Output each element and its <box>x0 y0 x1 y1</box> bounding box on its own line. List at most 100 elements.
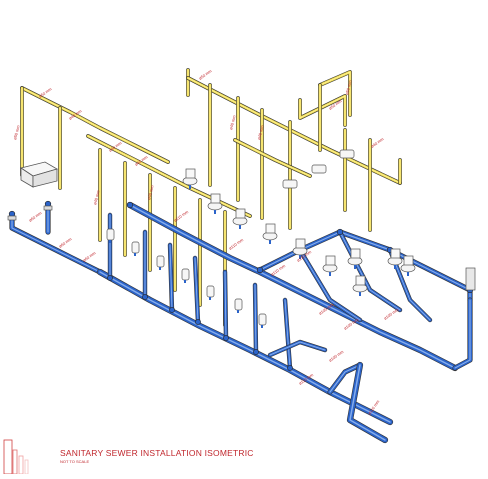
legend-bar-2 <box>18 455 24 475</box>
drain-outlet-elbow-highlight <box>329 364 361 393</box>
drain-main-lower-highlight <box>99 271 391 423</box>
label-vent-right: ø40 mm <box>370 136 385 149</box>
drain-main-upper-highlight <box>129 204 456 369</box>
vent-loop-highlight <box>299 95 346 126</box>
drain-left-branch-highlight <box>11 214 101 273</box>
pipe-labels: ø50 mm ø50 mm ø40 mm ø40 mm ø40 mm ø40 mm ø40 … <box>12 68 400 416</box>
toilet-icon-8 <box>400 255 416 276</box>
toilet-icon-5 <box>322 255 338 276</box>
toilet-icon-2-trap <box>239 225 241 229</box>
label-drain-110-b: ø110 mm <box>228 237 245 251</box>
drain-right-riser-highlight <box>454 299 471 369</box>
label-drain-60-b: ø60 mm <box>58 236 73 249</box>
drain-fitting-6 <box>287 365 293 371</box>
drain-connector-3-highlight <box>194 257 199 323</box>
label-drain-100-c: ø100 mm <box>383 307 400 321</box>
sink-icon <box>20 161 59 188</box>
toilet-icon-7-trap <box>394 265 396 269</box>
toilet-icon-6 <box>352 275 368 296</box>
urinal-icon-0-trap <box>109 240 111 243</box>
toilet-icon-4 <box>292 238 308 259</box>
label-vent-riser-2: ø40 mm <box>146 184 155 200</box>
urinal-icon-1-body <box>131 241 140 254</box>
toilet-icon-9-trap <box>354 265 356 269</box>
toilet-icon-4-tank <box>295 238 306 249</box>
vent-top-run-highlight <box>187 77 401 184</box>
toilet-icon-7-tank <box>390 248 401 259</box>
label-vent-sink: ø50 mm <box>12 124 21 140</box>
urinal-icon-3-body <box>181 268 190 281</box>
toilet-icon-9 <box>347 248 363 269</box>
urinal-icon-2 <box>156 255 165 270</box>
vent-cap <box>465 267 476 291</box>
vent-branch-highlight <box>234 139 311 177</box>
toilet-icon-2 <box>232 208 248 229</box>
urinal-icon-3 <box>181 268 190 283</box>
label-drain-100-d: ø100 mm <box>328 349 345 363</box>
drain-right-branch-b-highlight <box>339 231 401 311</box>
legend-bar-0 <box>3 439 13 475</box>
drain-joint-7 <box>256 266 264 274</box>
urinal-icon-5-body <box>234 298 243 311</box>
drain-fitting-3 <box>195 319 201 325</box>
toilet-icon-5-trap <box>329 272 331 276</box>
label-vent-drop: ø40 mm <box>228 114 237 130</box>
toilet-icon-1-tank <box>210 193 221 204</box>
label-drain-60-a: ø60 mm <box>28 210 43 223</box>
toilet-icon-0 <box>182 168 198 189</box>
drain-joint-6 <box>126 201 134 209</box>
toilet-icon-3 <box>262 223 278 244</box>
label-drain-60-c: ø60 mm <box>82 250 97 263</box>
toilet-icon-7 <box>387 248 403 269</box>
urinal-icon-2-body <box>156 255 165 268</box>
urinal-icon-4 <box>206 285 215 300</box>
drain-lower-branch <box>268 340 327 357</box>
legend-bars <box>3 439 29 475</box>
drain-left-branch <box>10 213 102 274</box>
label-vent-stack-2: ø50 mm <box>344 79 353 95</box>
toilet-icon-1 <box>207 193 223 214</box>
toilet-icon-9-tank <box>350 248 361 259</box>
vent-header-left-highlight <box>21 87 169 163</box>
page-title: SANITARY SEWER INSTALLATION ISOMETRIC <box>60 448 254 458</box>
drain-fitting-0 <box>107 275 113 281</box>
page-subtitle: NOT TO SCALE <box>60 459 90 464</box>
sink-side <box>32 168 58 188</box>
drain-right-branch-c-highlight <box>389 249 431 321</box>
drain-fitting-2 <box>169 307 175 313</box>
urinal-icon-0 <box>106 228 115 243</box>
drain-fitting-4 <box>223 335 229 341</box>
urinal-icon-4-body <box>206 285 215 298</box>
urinal-icon-1-trap <box>134 253 136 256</box>
toilet-icon-1-trap <box>214 210 216 214</box>
urinal-icon-3-trap <box>184 280 186 283</box>
toilet-icon-2-tank <box>235 208 246 219</box>
toilet-icon-0-tank <box>185 168 196 179</box>
tank-icon-2 <box>339 149 355 159</box>
label-vent-top-right: ø50 mm <box>198 68 213 81</box>
drain-connector-2-highlight <box>169 244 173 311</box>
drain-connector-5-highlight <box>254 284 257 353</box>
label-vent-top-left: ø50 mm <box>38 86 53 99</box>
toilet-icon-5-tank <box>325 255 336 266</box>
drain-fitting-1 <box>142 294 148 300</box>
floor-drain-icon-0 <box>7 215 17 221</box>
drain-connector-6-highlight <box>284 299 291 369</box>
toilet-icon-3-tank <box>265 223 276 234</box>
drain-sewer-outlet-highlight <box>349 364 386 441</box>
label-vent-riser: ø40 mm <box>92 189 101 205</box>
urinal-icon-6-body <box>258 313 267 326</box>
drain-right-branch-a-highlight <box>299 249 361 321</box>
urinal-icon-4-trap <box>209 297 211 300</box>
drain-joint-4 <box>336 228 344 236</box>
drain-pipes <box>8 200 476 444</box>
urinal-icon-5-trap <box>237 310 239 313</box>
toilet-icon-8-tank <box>403 255 414 266</box>
drain-lower-branch-highlight <box>269 341 326 356</box>
urinal-icon-5 <box>234 298 243 313</box>
label-vent-drop-2: ø40 mm <box>256 124 265 140</box>
drain-fitting-5 <box>253 349 259 355</box>
urinal-icon-0-body <box>106 228 115 241</box>
